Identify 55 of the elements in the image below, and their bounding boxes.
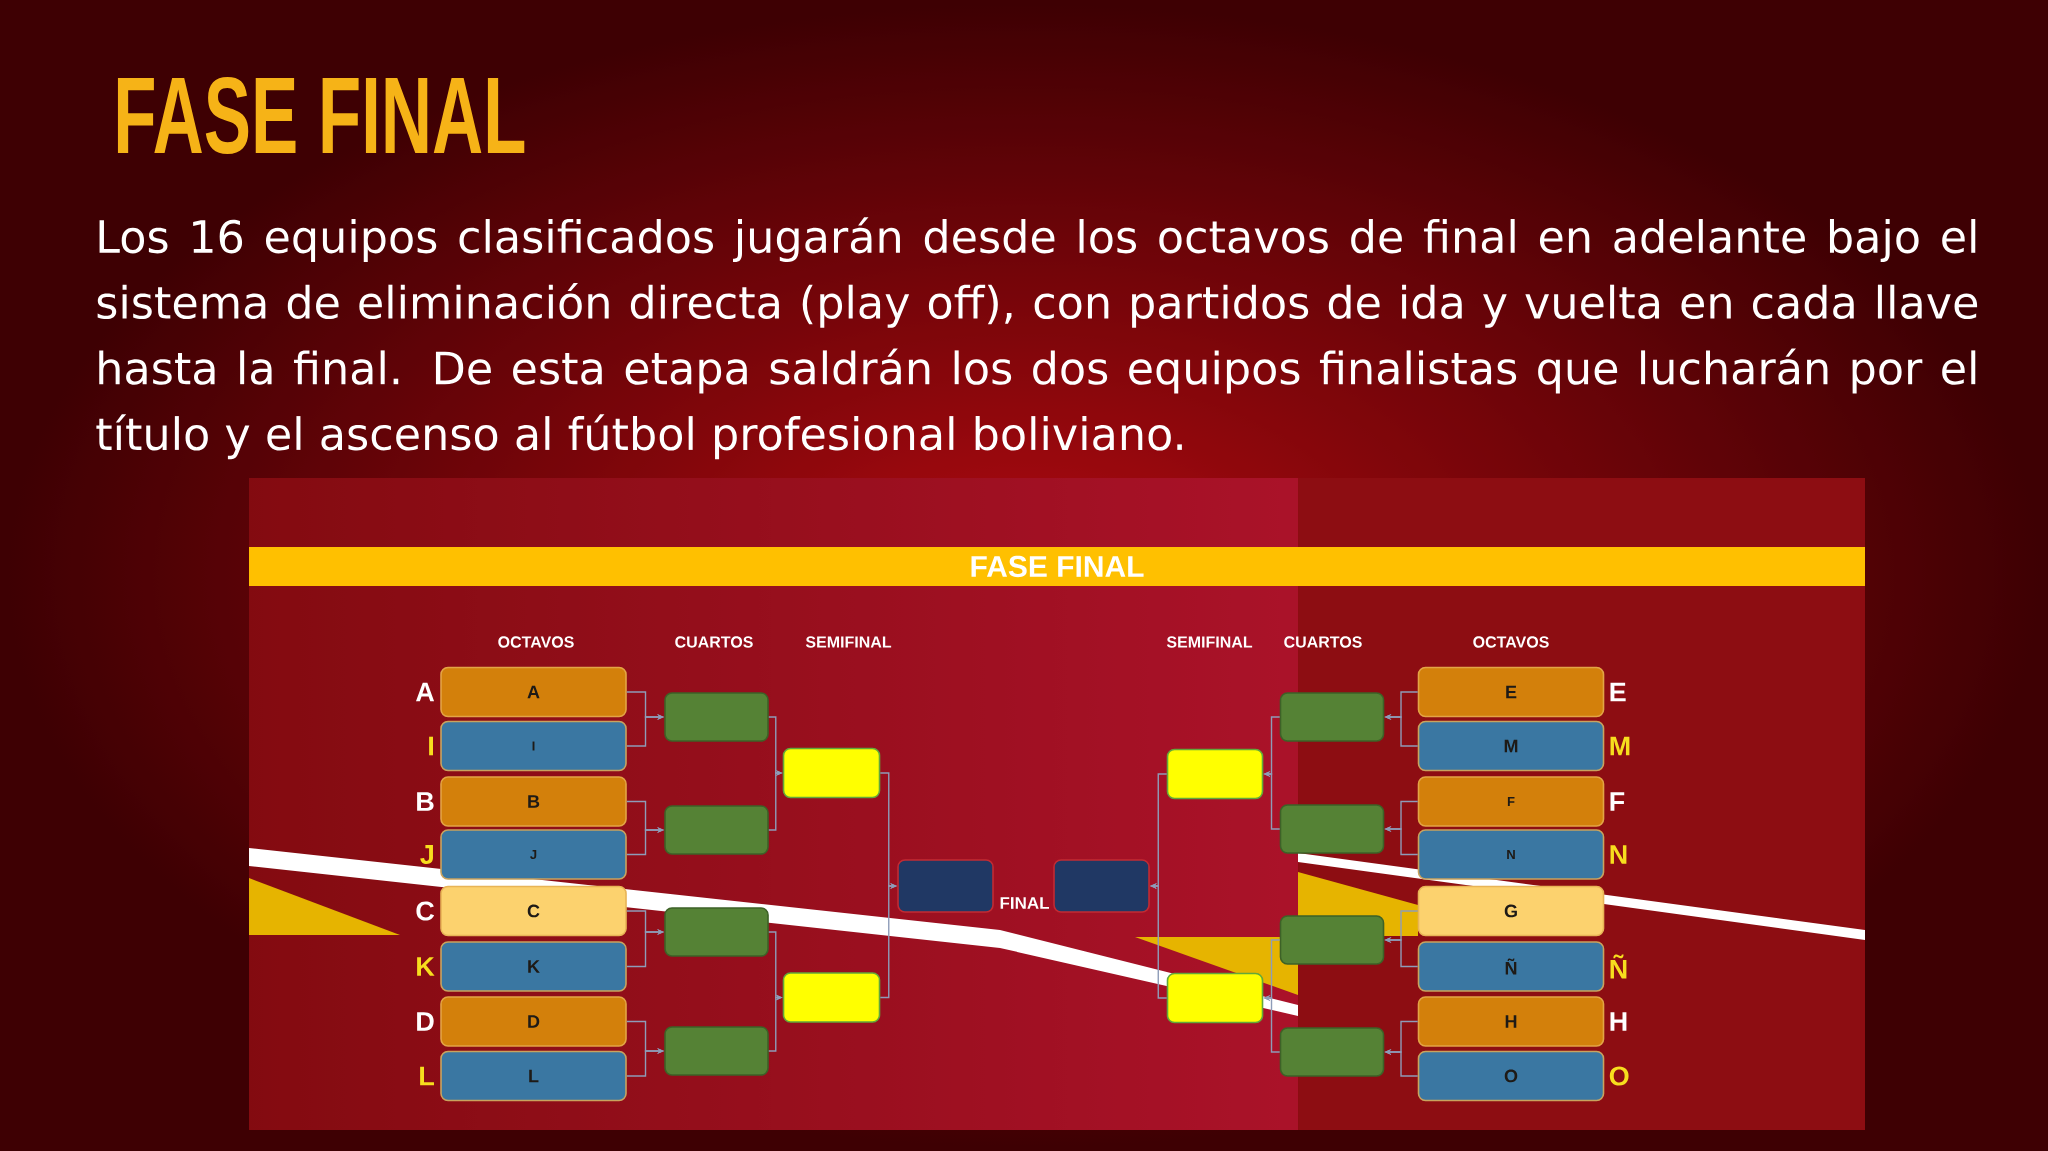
team-box: F xyxy=(1417,776,1605,827)
team-box: K xyxy=(440,941,627,992)
bracket-slot xyxy=(664,907,769,957)
team-box: I xyxy=(440,720,627,772)
team-box: M xyxy=(1417,720,1605,772)
side-letter: J xyxy=(420,845,433,864)
paragraph: Los 16 equipos clasificados jugarán desde los octavos de final en adelante bajo el sistema de eliminación directa (play off), con partidos de ida y vuelta en cada llave hasta la final. De esta etapa saldrán los dos equipos finalistas que lucharán por el título y el ascenso al fútbol profesional boliviano. xyxy=(96,217,1978,460)
column-header: OCTAVOS xyxy=(1473,636,1549,648)
team-box: N xyxy=(1417,829,1605,880)
side-letter: A xyxy=(416,682,435,702)
bracket-slot xyxy=(664,692,769,742)
bracket-slot xyxy=(782,972,881,1023)
bracket-slot xyxy=(664,1026,769,1076)
bracket-slot xyxy=(897,859,994,913)
side-letter: H xyxy=(1610,1012,1627,1031)
column-header: CUARTOS xyxy=(1284,636,1362,648)
team-box: Ñ xyxy=(1417,941,1605,992)
title-band: FASE FINAL xyxy=(249,547,1865,586)
side-letter: L xyxy=(420,1066,434,1086)
team-box: A xyxy=(440,666,627,718)
side-letter: O xyxy=(1609,1066,1629,1086)
team-box: J xyxy=(440,829,627,880)
team-box: O xyxy=(1417,1050,1605,1102)
title: FASE FINAL xyxy=(117,76,525,155)
team-box: H xyxy=(1417,996,1605,1047)
column-header: OCTAVOS xyxy=(498,636,574,648)
bracket-slot xyxy=(782,747,881,799)
bracket-slot xyxy=(1166,748,1264,800)
column-header: SEMIFINAL xyxy=(1166,636,1253,648)
team-box: D xyxy=(440,996,627,1047)
bracket-slot xyxy=(1279,804,1385,854)
side-letter: B xyxy=(417,792,434,811)
side-letter: K xyxy=(417,957,435,976)
round-label: FINAL xyxy=(1000,897,1049,909)
column-header: CUARTOS xyxy=(675,636,753,648)
team-box: C xyxy=(440,885,627,937)
side-letter: Ñ xyxy=(1610,954,1627,979)
side-letter: D xyxy=(417,1012,434,1031)
column-header: SEMIFINAL xyxy=(805,636,892,648)
bracket-slot xyxy=(1279,692,1385,742)
team-box: B xyxy=(440,776,627,827)
team-box: G xyxy=(1417,885,1605,937)
side-letter: M xyxy=(1610,736,1630,756)
side-letter: C xyxy=(416,901,435,921)
side-letter: E xyxy=(1610,682,1626,702)
bracket-slot xyxy=(1053,859,1150,913)
side-letter: N xyxy=(1610,845,1627,864)
side-letter: F xyxy=(1610,792,1625,811)
bracket-slot xyxy=(1279,915,1385,965)
bracket-slot xyxy=(1279,1027,1385,1077)
bracket-slot xyxy=(1166,972,1264,1024)
bracket-slot xyxy=(664,805,769,855)
team-box: E xyxy=(1417,666,1605,718)
team-box: L xyxy=(440,1050,627,1102)
side-letter: I xyxy=(429,736,433,756)
